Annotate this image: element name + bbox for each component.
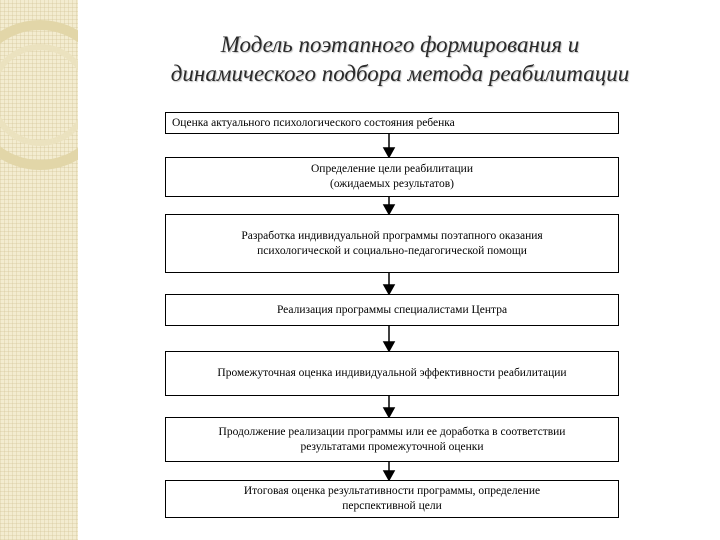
arrow-1-icon <box>384 148 394 157</box>
step-box-2: Определение цели реабилитации (ожидаемых… <box>165 157 619 197</box>
step-box-4: Реализация программы специалистами Центр… <box>165 294 619 326</box>
arrow-2-icon <box>384 205 394 214</box>
step-7-line-2: перспективной цели <box>342 499 442 514</box>
title-line-2: динамического подбора метода реабилитаци… <box>100 59 700 88</box>
arrow-5-icon <box>384 408 394 417</box>
arrow-4-icon <box>384 342 394 351</box>
step-2-line-2: (ожидаемых результатов) <box>330 177 454 192</box>
step-5-line-1: Промежуточная оценка индивидуальной эффе… <box>217 366 566 381</box>
step-6-line-1: Продолжение реализации программы или ее … <box>219 425 566 440</box>
step-4-line-1: Реализация программы специалистами Центр… <box>277 303 507 318</box>
step-1-line-1: Оценка актуального психологического сост… <box>172 116 455 131</box>
step-6-line-2: результатами промежуточной оценки <box>300 440 483 455</box>
title-line-1: Модель поэтапного формирования и <box>100 30 700 59</box>
step-2-line-1: Определение цели реабилитации <box>311 162 473 177</box>
step-3-line-1: Разработка индивидуальной программы поэт… <box>241 229 542 244</box>
step-3-line-2: психологической и социально-педагогическ… <box>257 244 527 259</box>
arrow-3-icon <box>384 285 394 294</box>
page-title: Модель поэтапного формирования и динамич… <box>100 30 700 88</box>
step-box-6: Продолжение реализации программы или ее … <box>165 417 619 462</box>
ornament-circles-icon <box>0 0 78 540</box>
step-7-line-1: Итоговая оценка результативности програм… <box>244 484 540 499</box>
step-box-1: Оценка актуального психологического сост… <box>165 112 619 134</box>
decorative-side-band <box>0 0 78 540</box>
step-box-7: Итоговая оценка результативности програм… <box>165 480 619 518</box>
step-box-3: Разработка индивидуальной программы поэт… <box>165 214 619 273</box>
arrow-6-icon <box>384 471 394 480</box>
step-box-5: Промежуточная оценка индивидуальной эффе… <box>165 351 619 396</box>
